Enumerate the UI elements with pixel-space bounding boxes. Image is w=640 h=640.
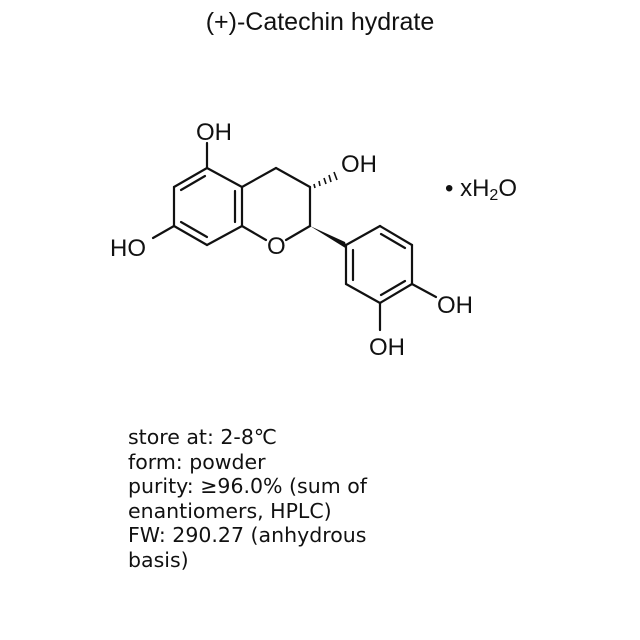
label-ho-c7: HO (110, 235, 146, 262)
property-line-storage: store at: 2-8℃ (128, 425, 277, 449)
property-line-fw: FW: 290.27 (anhydrous (128, 523, 367, 547)
property-line-fw-cont: basis) (128, 547, 189, 572)
property-line-form: form: powder (128, 449, 266, 474)
properties-block: store at: 2-8℃ form: powder purity: ≥96.… (128, 425, 367, 572)
label-oh-c3: OH (341, 151, 377, 178)
compound-title: (+)-Catechin hydrate (205, 8, 435, 36)
label-ring-oxygen: O (267, 233, 286, 260)
hydrate-prefix: xH (453, 175, 490, 202)
hydrate-dot: • (445, 175, 454, 202)
hydrate-subscript: 2 (489, 187, 499, 204)
property-line-purity: purity: ≥96.0% (sum of (128, 474, 367, 498)
label-oh-c4p: OH (437, 292, 473, 319)
hydrate-notation: • xH2O (445, 175, 517, 205)
property-line-purity-cont: enantiomers, HPLC) (128, 498, 332, 523)
label-oh-c3p: OH (369, 334, 405, 361)
hydrate-suffix: O (498, 175, 517, 202)
label-oh-c5: OH (196, 119, 232, 146)
